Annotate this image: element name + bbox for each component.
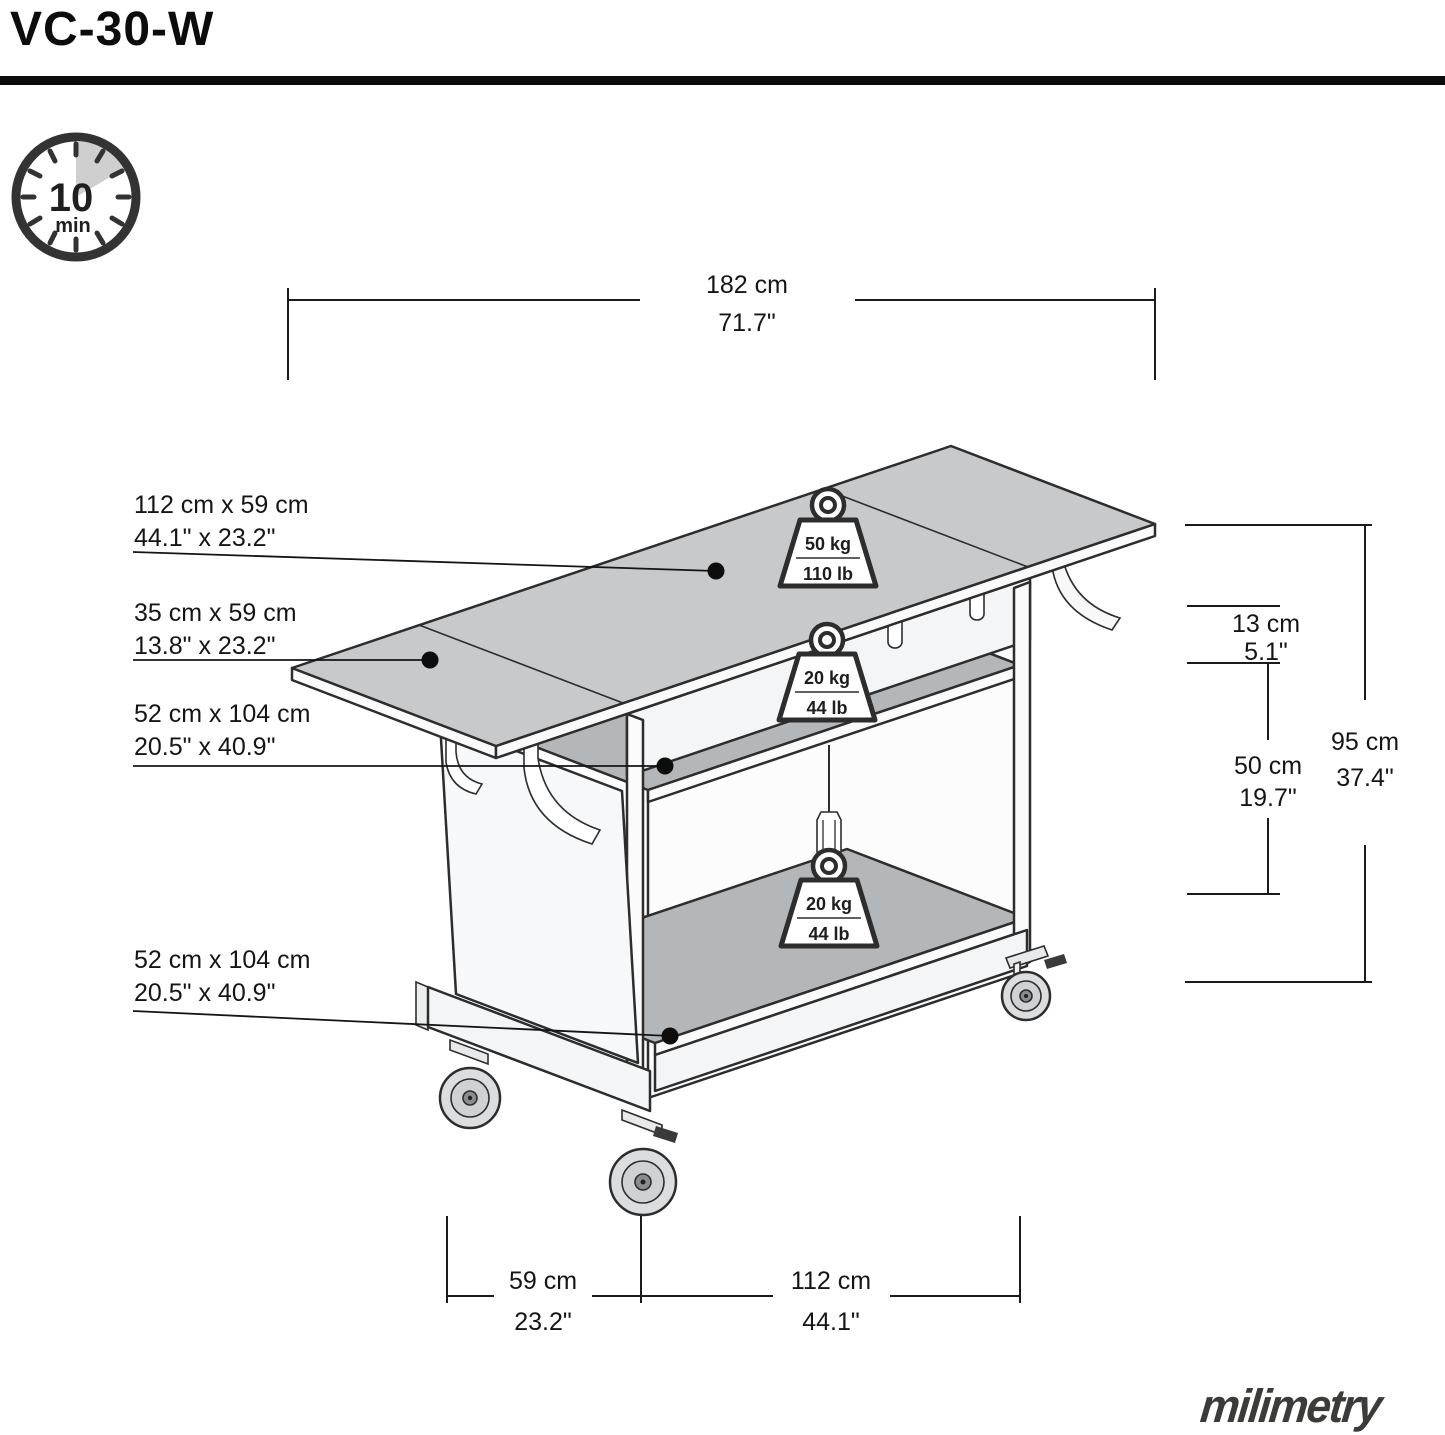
leg-base-rail — [426, 985, 652, 1113]
dim-value-in: 5.1" — [1244, 638, 1288, 666]
label-drop-leaf: 35 cm x 59 cm 13.8" x 23.2" — [133, 599, 439, 669]
surface-size-in: 44.1" x 23.2" — [134, 524, 275, 552]
dim-value-in: 37.4" — [1336, 764, 1394, 792]
leader-dot — [656, 757, 674, 775]
dim-value-in: 44.1" — [802, 1308, 860, 1336]
dim-value-cm: 13 cm — [1232, 610, 1300, 638]
dimension-right-heights: 13 cm 5.1" 50 cm 19.7" 95 cm 37.4" — [1185, 524, 1399, 983]
hinge-peg-icon — [969, 593, 985, 621]
tabletop-surface — [290, 444, 1157, 748]
leg-base-cap — [415, 980, 429, 1032]
weight-icon — [776, 651, 878, 723]
caster-wheel-icon — [438, 1038, 502, 1130]
dim-value-cm: 59 cm — [509, 1267, 577, 1295]
capacity-imperial: 44 lb — [806, 698, 847, 718]
cabinet-base-rail — [653, 928, 1029, 1093]
cabinet-right-edge — [1012, 580, 1032, 970]
caster-wheel-icon — [608, 1108, 678, 1217]
dim-value-cm: 50 cm — [1234, 752, 1302, 780]
weight-icon — [777, 517, 879, 589]
right-leaf-seam — [823, 488, 1029, 568]
folding-leg-panel — [438, 720, 640, 1065]
caster-brake-icon — [653, 1126, 678, 1143]
surface-size-cm: 52 cm x 104 cm — [134, 700, 310, 728]
caster-brake-icon — [1044, 954, 1067, 969]
capacity-metric: 20 kg — [806, 894, 852, 914]
dim-value-cm: 182 cm — [706, 271, 788, 299]
left-leaf-seam — [418, 624, 624, 704]
load-capacity-icon-bottom: 20 kg 44 lb — [778, 847, 880, 949]
header-divider — [0, 76, 1445, 85]
surface-size-cm: 112 cm x 59 cm — [134, 491, 309, 519]
label-middle-shelf: 52 cm x 104 cm 20.5" x 40.9" — [133, 700, 674, 775]
capacity-metric: 20 kg — [804, 668, 850, 688]
dim-value-in: 23.2" — [514, 1308, 572, 1336]
leader-dot — [421, 651, 439, 669]
surface-size-in: 13.8" x 23.2" — [134, 632, 275, 660]
hinge-peg-icon — [887, 621, 903, 649]
caster-wheel-icon — [1000, 945, 1067, 1022]
capacity-metric: 50 kg — [805, 534, 851, 554]
capacity-imperial: 44 lb — [808, 924, 849, 944]
product-model-title: VC-30-W — [10, 3, 215, 56]
capacity-imperial: 110 lb — [803, 564, 853, 584]
right-bracket-icon — [1051, 558, 1122, 631]
dimension-overall-width: 182 cm 71.7" — [287, 271, 1156, 380]
leader-dot — [707, 562, 725, 580]
dimension-bottom-widths: 59 cm 23.2" 112 cm 44.1" — [446, 1216, 1021, 1336]
surface-size-in: 20.5" x 40.9" — [134, 733, 275, 761]
label-main-top: 112 cm x 59 cm 44.1" x 23.2" — [132, 491, 725, 580]
load-capacity-icon-top: 50 kg 110 lb — [777, 486, 879, 589]
surface-size-cm: 52 cm x 104 cm — [134, 946, 310, 974]
dim-value-cm: 95 cm — [1331, 728, 1399, 756]
load-capacity-icon-middle: 20 kg 44 lb — [776, 621, 878, 723]
surface-size-cm: 35 cm x 59 cm — [134, 599, 297, 627]
clock-ticks-icon — [20, 141, 132, 253]
dim-value-cm: 112 cm — [791, 1267, 871, 1295]
dim-value-in: 19.7" — [1239, 784, 1297, 812]
assembly-time-clock-icon: 10 min — [11, 132, 141, 262]
brand-logo: milimetry — [1198, 1379, 1384, 1432]
clock-wedge-icon — [76, 141, 124, 197]
leader-dot — [661, 1027, 679, 1045]
clock-minutes-value: 10 — [49, 176, 94, 220]
dim-value-in: 71.7" — [718, 309, 776, 337]
clock-minutes-unit: min — [55, 215, 91, 237]
label-bottom-shelf: 52 cm x 104 cm 20.5" x 40.9" — [132, 946, 679, 1045]
surface-size-in: 20.5" x 40.9" — [134, 979, 275, 1007]
weight-icon — [778, 877, 880, 949]
